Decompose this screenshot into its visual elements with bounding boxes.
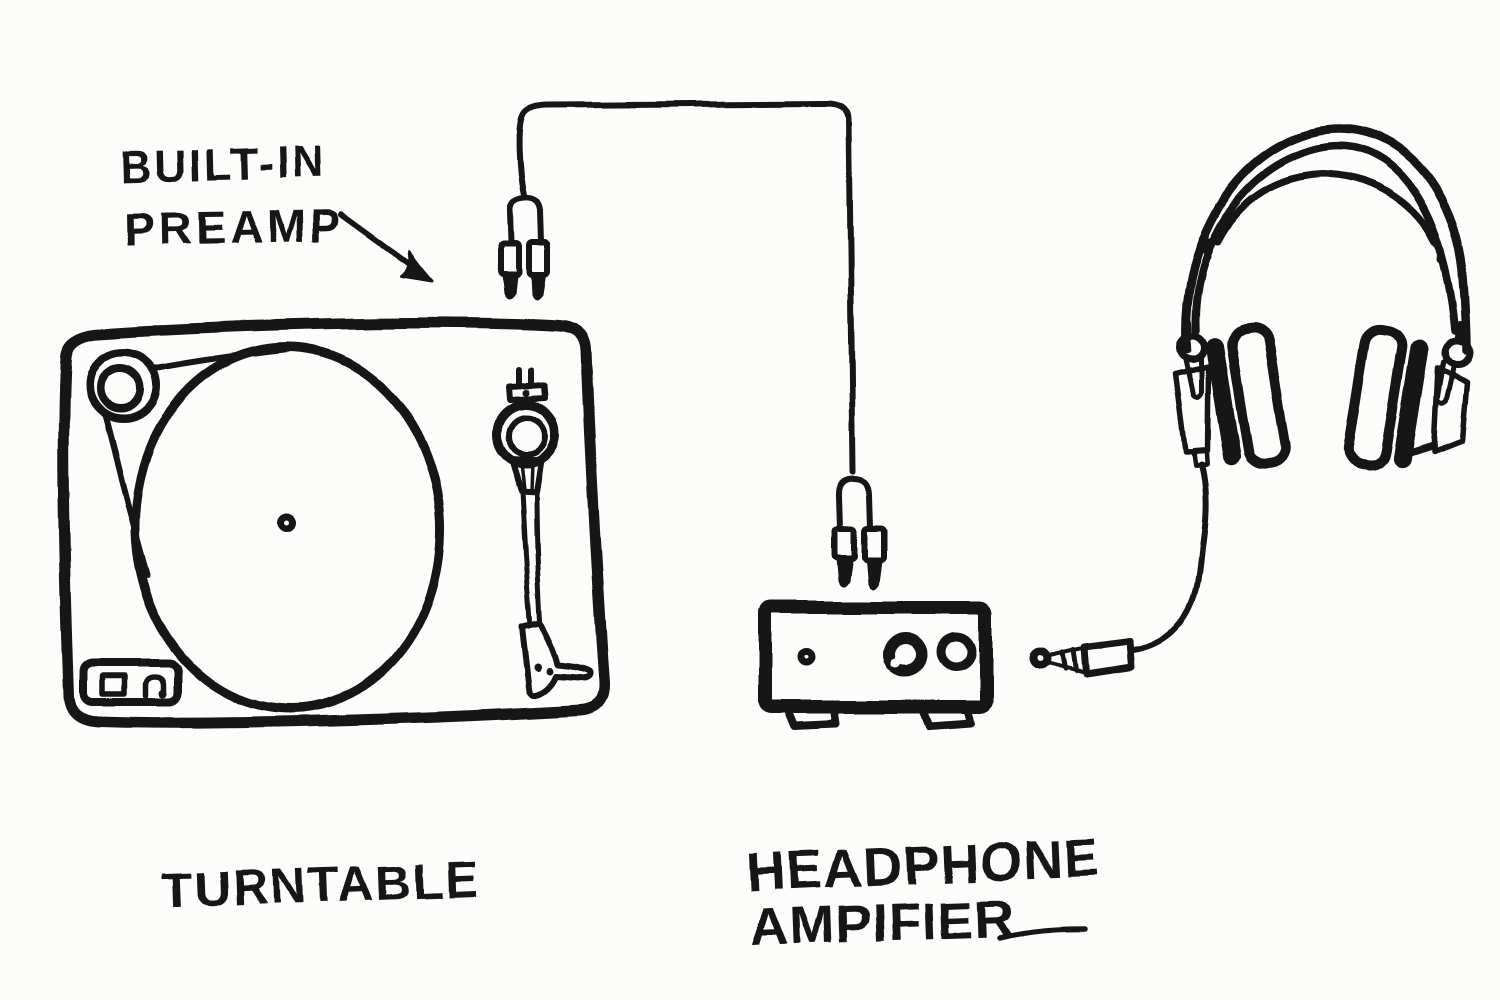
turntable-body — [58, 317, 610, 729]
motor-pulley-outer — [85, 349, 161, 423]
tonearm-bearing — [506, 415, 548, 457]
label-preamp-line1: BUILT-IN — [119, 138, 327, 192]
rca-right-yoke — [835, 476, 873, 530]
rca-right-tip-2 — [865, 558, 882, 589]
headphone-amp-drawing — [758, 600, 993, 730]
tonearm-top-bar — [506, 382, 548, 403]
rca-left-barrel-2 — [526, 240, 550, 277]
tonearm-gimbal-ring — [492, 400, 560, 468]
amp-foot-right — [918, 704, 975, 730]
panel-symbol-dot — [159, 690, 167, 698]
right-back-panel — [1430, 364, 1469, 454]
amp-second-knob — [937, 632, 977, 672]
headphones-drawing — [1172, 124, 1473, 472]
right-cup-tab — [1404, 441, 1437, 457]
amp-headphone-jack-hole — [797, 648, 815, 666]
jack-neck-top — [1047, 646, 1086, 658]
motor-pulley-inner — [96, 365, 144, 413]
left-pivot — [1176, 331, 1208, 363]
rca-cable-drawing — [498, 100, 886, 589]
amp-foot-left — [783, 705, 840, 730]
rca-left-barrel-1 — [498, 241, 522, 277]
label-amp-pen-tail — [997, 926, 1088, 941]
rca-cable-run — [516, 100, 856, 475]
left-cable-tab — [1190, 446, 1210, 468]
panel-symbol — [143, 674, 167, 699]
rca-left-tip-1 — [502, 273, 518, 299]
amp-volume-knob — [882, 632, 928, 678]
rca-right-tip-1 — [836, 557, 853, 586]
headshell — [519, 619, 593, 699]
right-pad-stripe — [1392, 339, 1429, 468]
headphone-cable-run — [1130, 461, 1209, 653]
jack-ring-stripe-2 — [1070, 647, 1079, 674]
left-pad-stripe — [1205, 337, 1242, 466]
headphone-cable-drawing — [1029, 461, 1209, 678]
speed-switch-panel — [80, 659, 182, 706]
amp-knob-indicator — [890, 659, 900, 669]
label-amp-line2: AMPIFIER — [748, 889, 1016, 958]
tonearm-base-lines — [519, 459, 534, 493]
jack-body — [1080, 637, 1135, 678]
headband-outer — [1182, 124, 1471, 355]
belt-lower — [101, 410, 150, 578]
labels: BUILT-IN PREAMP TURNTABLE HEADPHONE AMPI… — [119, 138, 1101, 958]
annotation-arrow — [338, 211, 434, 283]
cartridge-dot-2 — [546, 667, 554, 675]
cartridge-dot-1 — [534, 663, 542, 671]
rca-right-barrel-2 — [861, 525, 886, 562]
rca-right-barrel-1 — [832, 525, 857, 561]
amp-body — [758, 600, 993, 714]
left-ear-cup — [1205, 322, 1292, 471]
rca-left-yoke — [506, 194, 544, 246]
right-pivot — [1441, 336, 1473, 368]
arrow-head — [400, 249, 434, 283]
spindle — [276, 513, 296, 533]
jack-tip — [1029, 648, 1051, 670]
rca-left-tip-2 — [530, 273, 546, 301]
label-turntable: TURNTABLE — [160, 852, 482, 919]
headband-cushion — [1202, 170, 1445, 264]
right-cup-shell — [1342, 323, 1408, 472]
belt-upper — [150, 346, 291, 372]
panel-outline — [80, 659, 182, 706]
right-ear-cup — [1342, 323, 1429, 472]
tonearm-tube — [519, 488, 543, 624]
tonearm — [492, 367, 593, 699]
tonearm-top-dot — [522, 389, 530, 397]
left-cup-shell — [1226, 322, 1292, 471]
panel-square — [100, 673, 128, 697]
label-preamp-line2: PREAMP — [123, 199, 345, 255]
jack-ring-stripe-1 — [1059, 650, 1068, 672]
right-fork — [1433, 358, 1456, 406]
turntable-drawing — [58, 317, 610, 729]
left-fork — [1182, 354, 1204, 400]
jack-neck-bottom — [1048, 662, 1088, 675]
